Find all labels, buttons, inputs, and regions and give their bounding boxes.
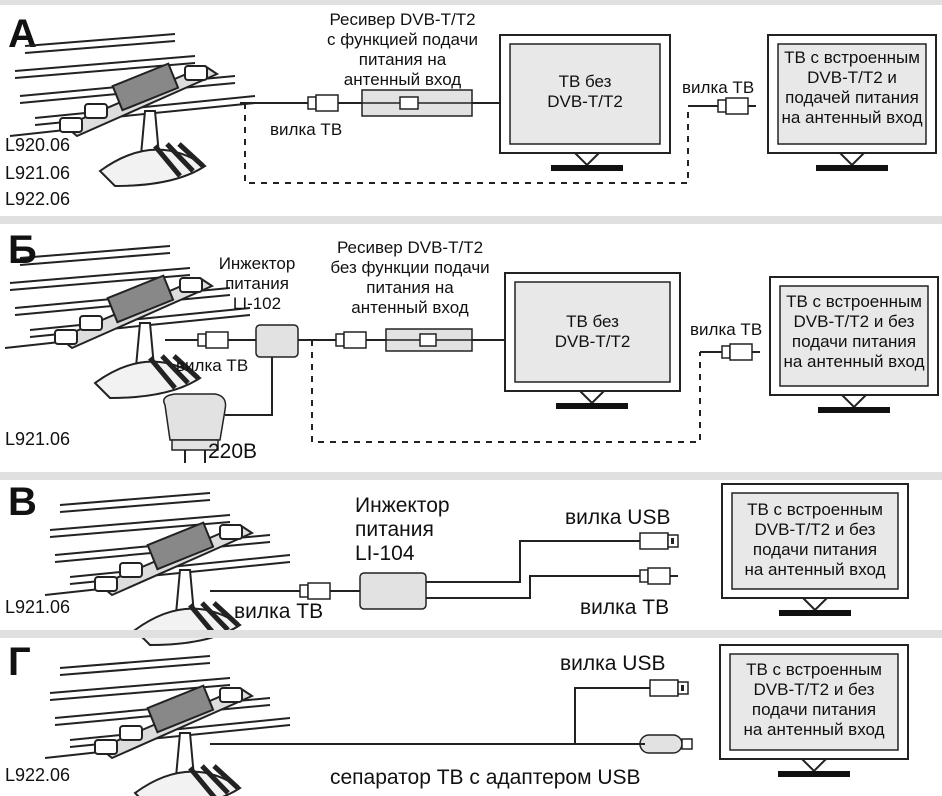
tv-plug-label: вилка ТВ (270, 120, 343, 139)
tv-without-dvb-label: ТВ без DVB-T/T2 (547, 72, 623, 111)
model-label: L920.06 (5, 135, 71, 155)
receiver-label: Ресивер DVB-T/T2 с функцией подачи питан… (327, 10, 478, 89)
tv-plug-label: вилка ТВ (580, 596, 670, 619)
model-label: L921.06 (5, 597, 71, 617)
tv-with-dvb-label: ТВ с встроенным DVB-T/T2 и без подачи пи… (743, 660, 885, 739)
section-c-letter: В (8, 480, 37, 524)
section-c-separator (0, 472, 942, 480)
injector-label: Инжектор питания LI-102 (218, 254, 296, 313)
section-a-letter: А (8, 12, 37, 56)
section-d-separator (0, 630, 942, 638)
section-d-letter: Г (8, 640, 31, 684)
tv-without-dvb-label: ТВ без DVB-T/T2 (554, 312, 631, 351)
section-b-separator (0, 216, 942, 224)
injector-li104-box (359, 572, 427, 610)
tv-plug-label: вилка ТВ (690, 320, 763, 339)
usb-plug-label: вилка USB (560, 652, 666, 675)
receiver-label: Ресивер DVB-T/T2 без функции подачи пита… (330, 238, 490, 317)
separator-usb-adapter-icon (639, 734, 683, 754)
tv-plug-label: вилка ТВ (176, 356, 249, 375)
tv-with-dvb-label: ТВ с встроенным DVB-T/T2 и без подачи пи… (783, 292, 925, 371)
injector-li102-box (255, 324, 299, 358)
tv-with-dvb-label: ТВ с встроенным DVB-T/T2 и подачей питан… (781, 48, 923, 127)
section-b-letter: Б (8, 228, 37, 272)
usb-plug-icon (639, 532, 679, 550)
tv-plug-icon (307, 94, 347, 112)
injector-label: Инжектор питания LI-104 (355, 494, 450, 565)
section-a-separator (0, 0, 942, 5)
model-label: L922.06 (5, 765, 71, 785)
usb-plug-label: вилка USB (565, 506, 671, 529)
separator-label: сепаратор ТВ с адаптером USB (330, 766, 641, 789)
model-label: L921.06 (5, 429, 71, 449)
model-label: L922.06 (5, 189, 71, 209)
tv-plug-label: вилка ТВ (682, 78, 755, 97)
model-label: L921.06 (5, 163, 71, 183)
tv-plug-label: вилка ТВ (234, 600, 324, 623)
power-adapter-icon (163, 393, 227, 441)
tv-with-dvb-label: ТВ с встроенным DVB-T/T2 и без подачи пи… (744, 500, 886, 579)
mains-voltage-label: 220В (208, 440, 258, 463)
